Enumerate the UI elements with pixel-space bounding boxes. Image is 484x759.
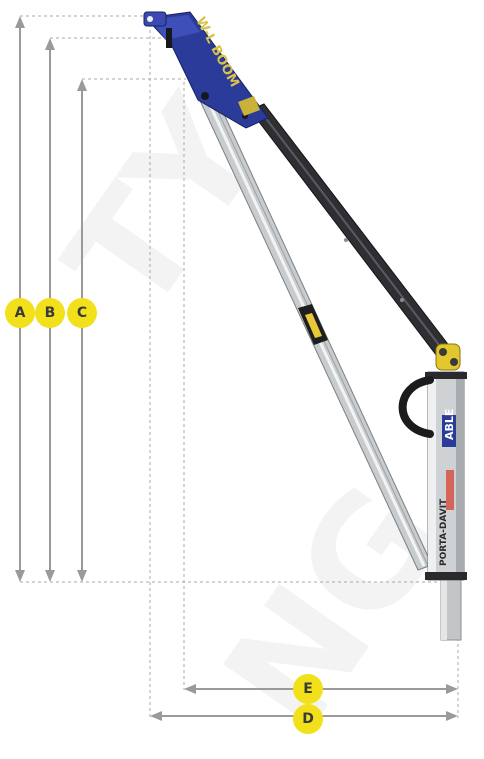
- support-strut: [195, 87, 433, 571]
- base-post: [440, 577, 462, 641]
- dimension-badge-b: B: [35, 298, 65, 328]
- dimension-badge-c: C: [67, 298, 97, 328]
- dimension-arrow-c: [77, 79, 87, 582]
- mast-product-label: PORTA-DAVIT: [439, 498, 449, 566]
- mast-brand-label: ABLE: [443, 409, 456, 440]
- boom-arm: [143, 11, 269, 129]
- mast: [398, 371, 467, 581]
- davit-dimension-diagram: ABLE PORTA-DAVIT W-L BOOM: [15, 11, 467, 721]
- dimension-badge-e: E: [293, 674, 323, 704]
- dimension-badge-a: A: [5, 298, 35, 328]
- upper-arm: [249, 103, 461, 369]
- pivot-bracket: [435, 343, 461, 371]
- dimension-badge-d: D: [293, 704, 323, 734]
